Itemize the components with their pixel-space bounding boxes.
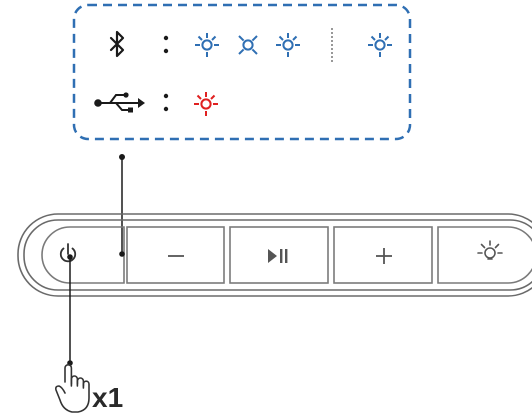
bluetooth-icon (109, 30, 125, 58)
light-on-blue-icon (275, 32, 301, 58)
volume-down-button[interactable] (126, 226, 225, 284)
power-button[interactable] (41, 226, 125, 284)
volume-up-button[interactable] (333, 226, 433, 284)
play-pause-button[interactable] (229, 226, 329, 284)
light-on-blue-icon (194, 32, 220, 58)
light-bulb-icon (477, 240, 503, 260)
tap-leader-line (67, 254, 73, 366)
indicator-leader-line (119, 154, 125, 253)
separator-colon (163, 35, 169, 54)
plus-icon (376, 248, 392, 264)
usb-icon (94, 92, 145, 113)
tap-count-label: x1 (92, 382, 124, 413)
light-off-blue-icon (238, 35, 258, 55)
control-bar (17, 213, 532, 297)
legend-box (72, 3, 412, 141)
light-button[interactable] (437, 226, 532, 284)
light-on-blue-icon (367, 32, 393, 58)
status-led (119, 251, 125, 257)
light-on-red-icon (193, 91, 219, 117)
power-icon (59, 243, 77, 263)
play-pause-icon (268, 249, 288, 263)
tap-hand-icon (55, 364, 90, 413)
separator-colon (163, 93, 169, 112)
